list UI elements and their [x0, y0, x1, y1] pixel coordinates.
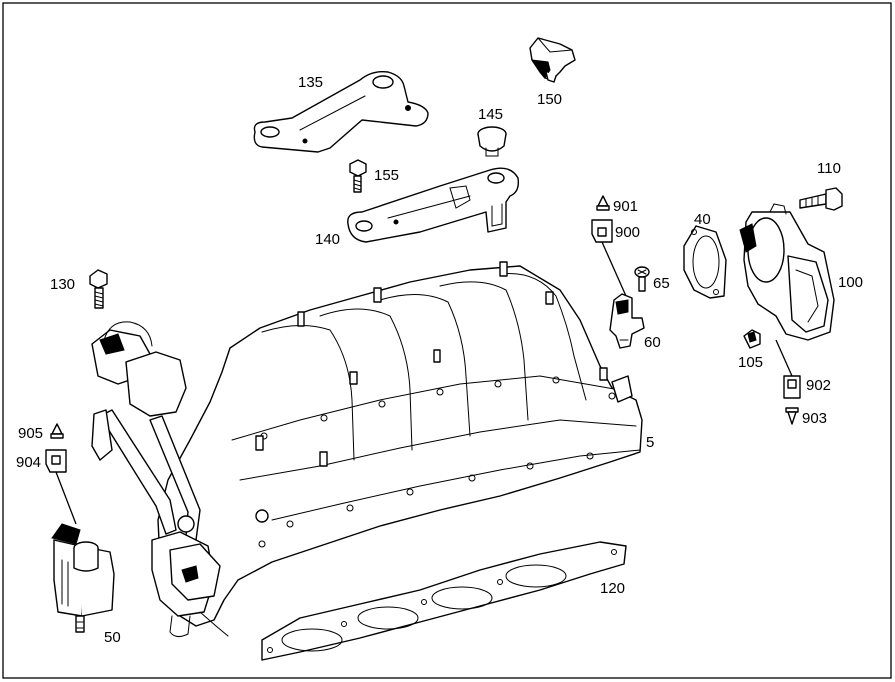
bolt-110-icon [799, 187, 843, 211]
bracket-135-icon [253, 70, 429, 153]
callout-40: 40 [694, 211, 711, 228]
connector-901-icon [596, 195, 610, 211]
callout-900: 900 [615, 224, 640, 241]
callout-105: 105 [738, 354, 763, 371]
bolt-155-icon [349, 159, 367, 193]
gasket-40-icon [683, 225, 727, 299]
throttle-body-100-icon [739, 203, 835, 341]
callout-120: 120 [600, 580, 625, 597]
callout-130: 130 [50, 276, 75, 293]
clip-105-icon [743, 329, 761, 349]
callout-903: 903 [802, 410, 827, 427]
callout-145: 145 [478, 106, 503, 123]
connector-900-icon [591, 219, 613, 243]
solenoid-valve-50-icon [51, 523, 115, 633]
bolt-130-icon [89, 269, 108, 309]
callout-140: 140 [315, 231, 340, 248]
manifold-gasket-120-icon [261, 541, 627, 661]
sensor-60-icon [609, 293, 645, 349]
connector-904-icon [45, 449, 67, 473]
callout-60: 60 [644, 334, 661, 351]
callout-150: 150 [537, 91, 562, 108]
callout-110: 110 [817, 160, 841, 177]
connector-902-icon [783, 375, 801, 399]
callout-100: 100 [838, 274, 863, 291]
callout-901: 901 [613, 198, 638, 215]
callout-50: 50 [104, 629, 121, 646]
callout-5: 5 [646, 434, 654, 451]
leader-900 [601, 241, 627, 297]
callout-902: 902 [806, 377, 831, 394]
connector-903-icon [785, 407, 799, 425]
connector-clip-150-icon [529, 37, 576, 83]
cap-145-icon [477, 126, 507, 157]
connector-905-icon [50, 423, 64, 439]
screw-65-icon [634, 266, 650, 292]
callout-905: 905 [18, 425, 43, 442]
callout-155: 155 [374, 167, 399, 184]
callout-904: 904 [16, 454, 41, 471]
callout-135: 135 [298, 74, 323, 91]
leader-902 [775, 339, 793, 377]
callout-65: 65 [653, 275, 670, 292]
intake-manifold-5-icon [91, 261, 643, 638]
leader-904 [55, 471, 77, 525]
bracket-140-icon [347, 167, 520, 243]
